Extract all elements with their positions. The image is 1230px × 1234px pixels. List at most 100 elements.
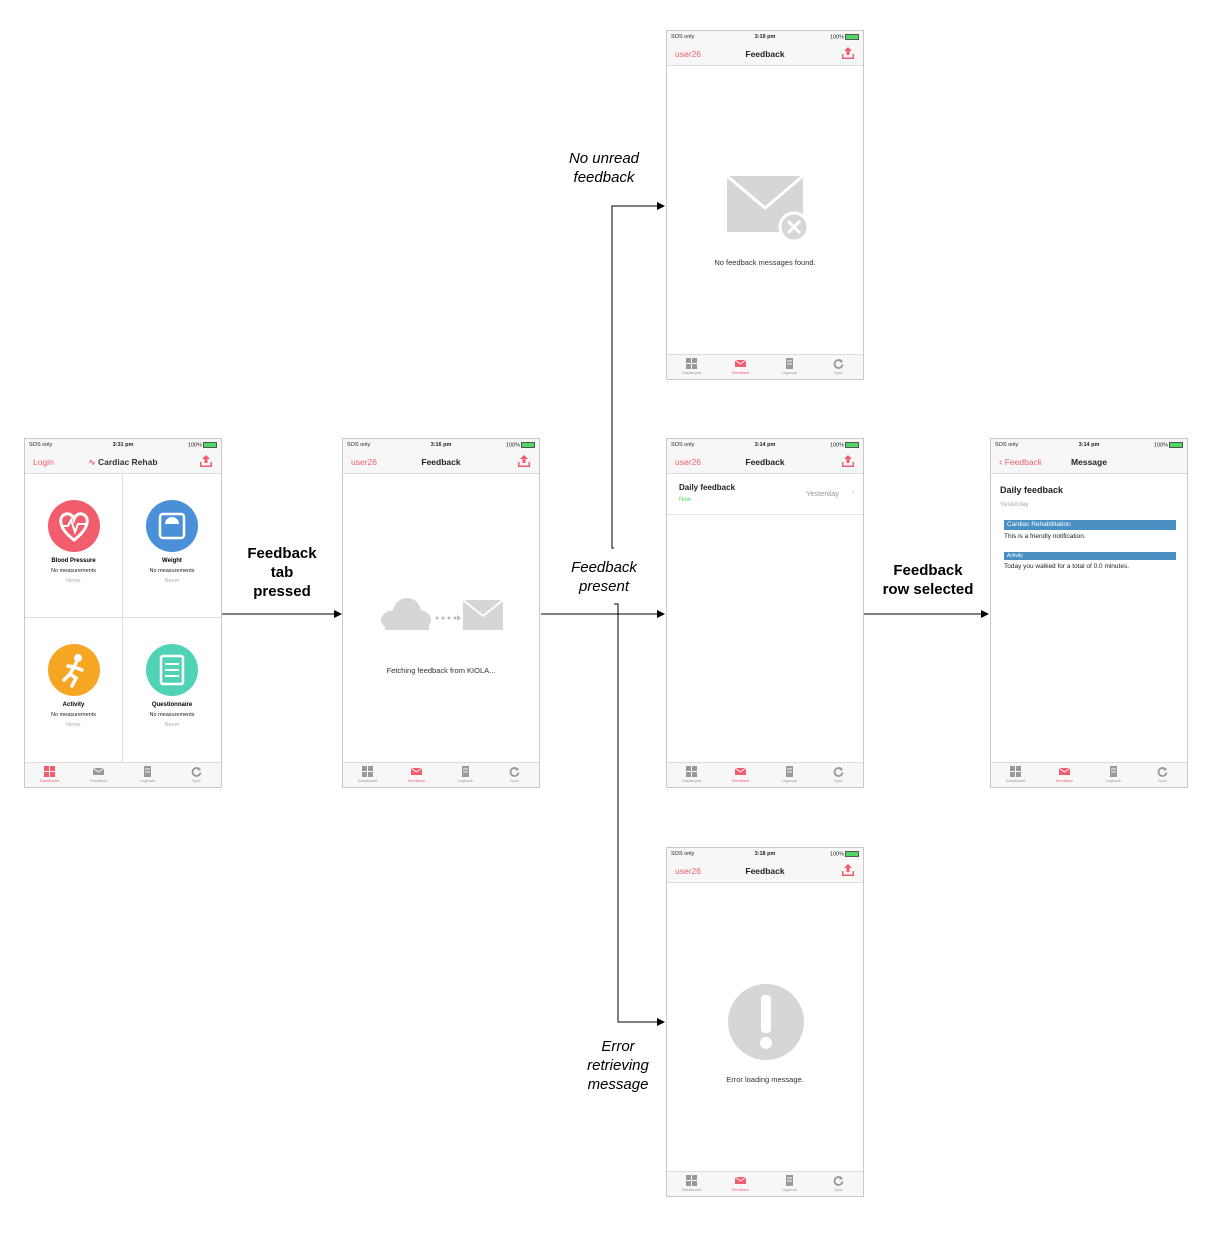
back-button[interactable]: ‹ Feedback (999, 457, 1043, 468)
status-bar: SOS only 3:14 pm 100% (991, 439, 1187, 451)
tab-feedback[interactable]: Feedback (1040, 763, 1089, 787)
tab-logbook[interactable]: Logbook (1089, 763, 1138, 787)
clock: 3:31 pm (112, 442, 134, 448)
battery-indicator: 100% (1154, 442, 1183, 448)
status-bar: SOS only 3:14 pm 100% (667, 439, 863, 451)
tab-logbook[interactable]: Logbook (765, 763, 814, 787)
tab-logbook[interactable]: Logbook (765, 355, 814, 379)
sync-icon (1157, 767, 1168, 777)
tab-feedback[interactable]: Feedback (716, 1172, 765, 1196)
tab-sync[interactable]: Sync (814, 355, 863, 379)
tab-sync[interactable]: Sync (490, 763, 539, 787)
tile-last-measured: Never (66, 578, 81, 584)
scale-icon (146, 500, 198, 552)
section-body-activity: Today you walked for a total of 0.0 minu… (1004, 563, 1130, 570)
upload-icon[interactable] (841, 454, 855, 468)
envelope-icon (735, 1176, 746, 1184)
tile-activity[interactable]: Activity No measurements Never (25, 618, 123, 762)
status-bar: SOS only 3:18 pm 100% (667, 848, 863, 860)
logbook-icon (1110, 766, 1117, 777)
tab-feedback[interactable]: Feedback (716, 355, 765, 379)
row-title: Daily feedback (679, 483, 736, 492)
message-heading: Daily feedback (1000, 485, 1064, 495)
tab-logbook[interactable]: Logbook (441, 763, 490, 787)
tab-sync[interactable]: Sync (814, 763, 863, 787)
logbook-icon (786, 358, 793, 369)
fetching-message: Fetching feedback from KIOLA... (386, 666, 496, 675)
envelope-icon (93, 767, 104, 775)
upload-icon[interactable] (199, 454, 213, 468)
tab-bar: Dashboard Feedback Logbook Sync (667, 762, 863, 787)
tile-subtitle: No measurements (51, 712, 96, 718)
tile-subtitle: No measurements (149, 568, 195, 574)
logbook-icon (786, 1175, 793, 1186)
tile-title: Activity (62, 702, 85, 708)
sync-icon (833, 359, 844, 369)
carrier-label: SOS only (671, 851, 695, 857)
feedback-list: Daily feedback New Yesterday › (667, 474, 863, 764)
arrow-to-error (614, 603, 665, 1026)
row-date: Yesterday (805, 489, 839, 498)
section-header-activity: Activity (1004, 552, 1176, 560)
grid-icon (686, 358, 697, 369)
tile-last-measured: Never (66, 722, 81, 728)
feedback-row[interactable]: Daily feedback New Yesterday › (667, 474, 863, 515)
upload-icon[interactable] (841, 46, 855, 60)
clock: 3:16 pm (430, 442, 452, 448)
upload-icon[interactable] (841, 863, 855, 877)
tile-blood-pressure[interactable]: Blood Pressure No measurements Never (25, 474, 123, 618)
screen-error: SOS only 3:18 pm 100% user26 Feedback Er… (666, 847, 864, 1197)
tab-sync[interactable]: Sync (172, 763, 221, 787)
carrier-label: SOS only (347, 442, 371, 448)
user-button[interactable]: user26 (675, 457, 701, 467)
tile-last-measured: Never (164, 578, 180, 584)
tab-dashboard[interactable]: Dashboard (667, 355, 716, 379)
tile-title: Weight (162, 558, 182, 564)
login-button[interactable]: Login (33, 457, 54, 467)
clock: 3:14 pm (1078, 442, 1100, 448)
tab-dashboard[interactable]: Dashboard (343, 763, 392, 787)
nav-bar: user26 Feedback (667, 43, 863, 66)
page-title: Feedback (745, 49, 785, 59)
tab-logbook[interactable]: Logbook (765, 1172, 814, 1196)
message-content: Daily feedback Yesterday Cardiac Rehabil… (991, 474, 1187, 764)
user-button[interactable]: user26 (675, 49, 701, 59)
tab-dashboard[interactable]: Dashboard (667, 1172, 716, 1196)
battery-icon (845, 851, 859, 857)
screen-empty: SOS only 3:19 pm 100% user26 Feedback No… (666, 30, 864, 380)
clock: 3:18 pm (754, 851, 776, 857)
clock: 3:14 pm (754, 442, 776, 448)
tab-dashboard[interactable]: Dashboard (25, 763, 74, 787)
user-button[interactable]: user26 (351, 457, 377, 467)
grid-icon (362, 766, 373, 777)
battery-icon (845, 442, 859, 448)
battery-indicator: 100% (188, 442, 217, 448)
envelope-icon (411, 767, 422, 775)
arrow-to-empty (611, 202, 665, 549)
tile-weight[interactable]: Weight No measurements Never (123, 474, 221, 618)
tab-feedback[interactable]: Feedback (74, 763, 123, 787)
chevron-left-icon: ‹ (999, 457, 1003, 468)
tab-dashboard[interactable]: Dashboard (667, 763, 716, 787)
nav-bar: user26 Feedback (667, 860, 863, 883)
tab-dashboard[interactable]: Dashboard (991, 763, 1040, 787)
tab-sync[interactable]: Sync (814, 1172, 863, 1196)
page-title: Feedback (745, 866, 785, 876)
tab-sync[interactable]: Sync (1138, 763, 1187, 787)
tab-feedback[interactable]: Feedback (392, 763, 441, 787)
tab-feedback[interactable]: Feedback (716, 763, 765, 787)
tile-subtitle: No measurements (51, 568, 96, 574)
battery-icon (1169, 442, 1183, 448)
tile-questionnaire[interactable]: Questionnaire No measurements Never (123, 618, 221, 762)
empty-content: No feedback messages found. (667, 66, 863, 356)
sync-icon (833, 1176, 844, 1186)
user-button[interactable]: user26 (675, 866, 701, 876)
tab-bar: Dashboard Feedback Logbook Sync (667, 1171, 863, 1196)
screen-message: SOS only 3:14 pm 100% ‹ Feedback Message… (990, 438, 1188, 788)
upload-icon[interactable] (517, 454, 531, 468)
tab-logbook[interactable]: Logbook (123, 763, 172, 787)
